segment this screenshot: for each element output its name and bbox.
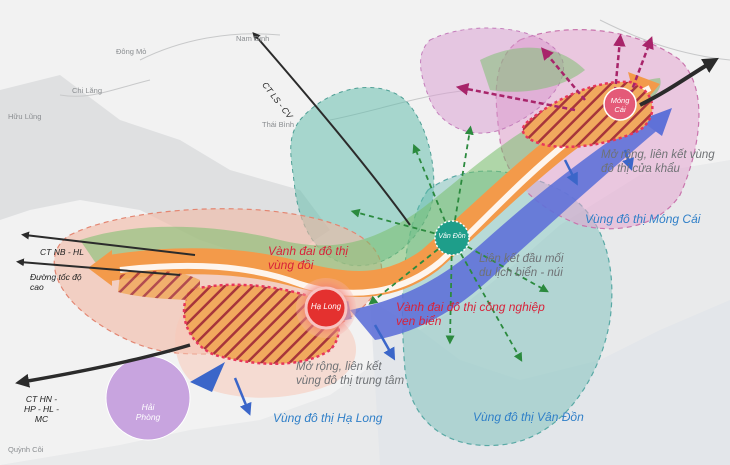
expand-center-label: Mở rộng, liên kết vùng đô thị trung tâm [296,361,405,387]
place-label: Hữu Lũng [8,112,42,121]
hub-label-vandon: Vân Đồn [438,233,466,240]
expand-border-label: Mở rộng, liên kết vùng đô thị cửa khẩu [601,149,715,175]
zone-label-vandon: Vùng đô thị Vân Đồn [473,410,584,424]
route-label-nb: CT NB - HL [40,247,84,257]
place-label: Thái Bình [262,120,295,129]
zone-label-mongcai: Vùng đô thị Móng Cái [585,212,701,226]
ring-label-coastal: Vành đai đô thị công nghiệp ven biển [396,300,545,328]
tourism-link-label: Liên kết đầu mối du lịch biển - núi [479,253,564,279]
route-label-highway: Đường tốc độ cao [30,272,82,292]
route-label-hn: CT HN - HP - HL - MC [24,394,59,424]
hub-label-mongcai: Móng Cái [610,96,630,114]
hub-label-halong: Hạ Long [310,302,342,311]
zone-label-halong: Vùng đô thị Hạ Long [273,411,383,425]
place-label: Quỳnh Côi [8,445,44,454]
place-label: Đông Mỏ [116,47,147,56]
ring-label-region: Vành đai đô thị vùng đồi [268,244,349,272]
place-label: Nam Định [236,34,270,43]
place-label: Chi Lăng [72,86,103,95]
hub-label-haiphong: Hải Phòng [135,402,161,422]
